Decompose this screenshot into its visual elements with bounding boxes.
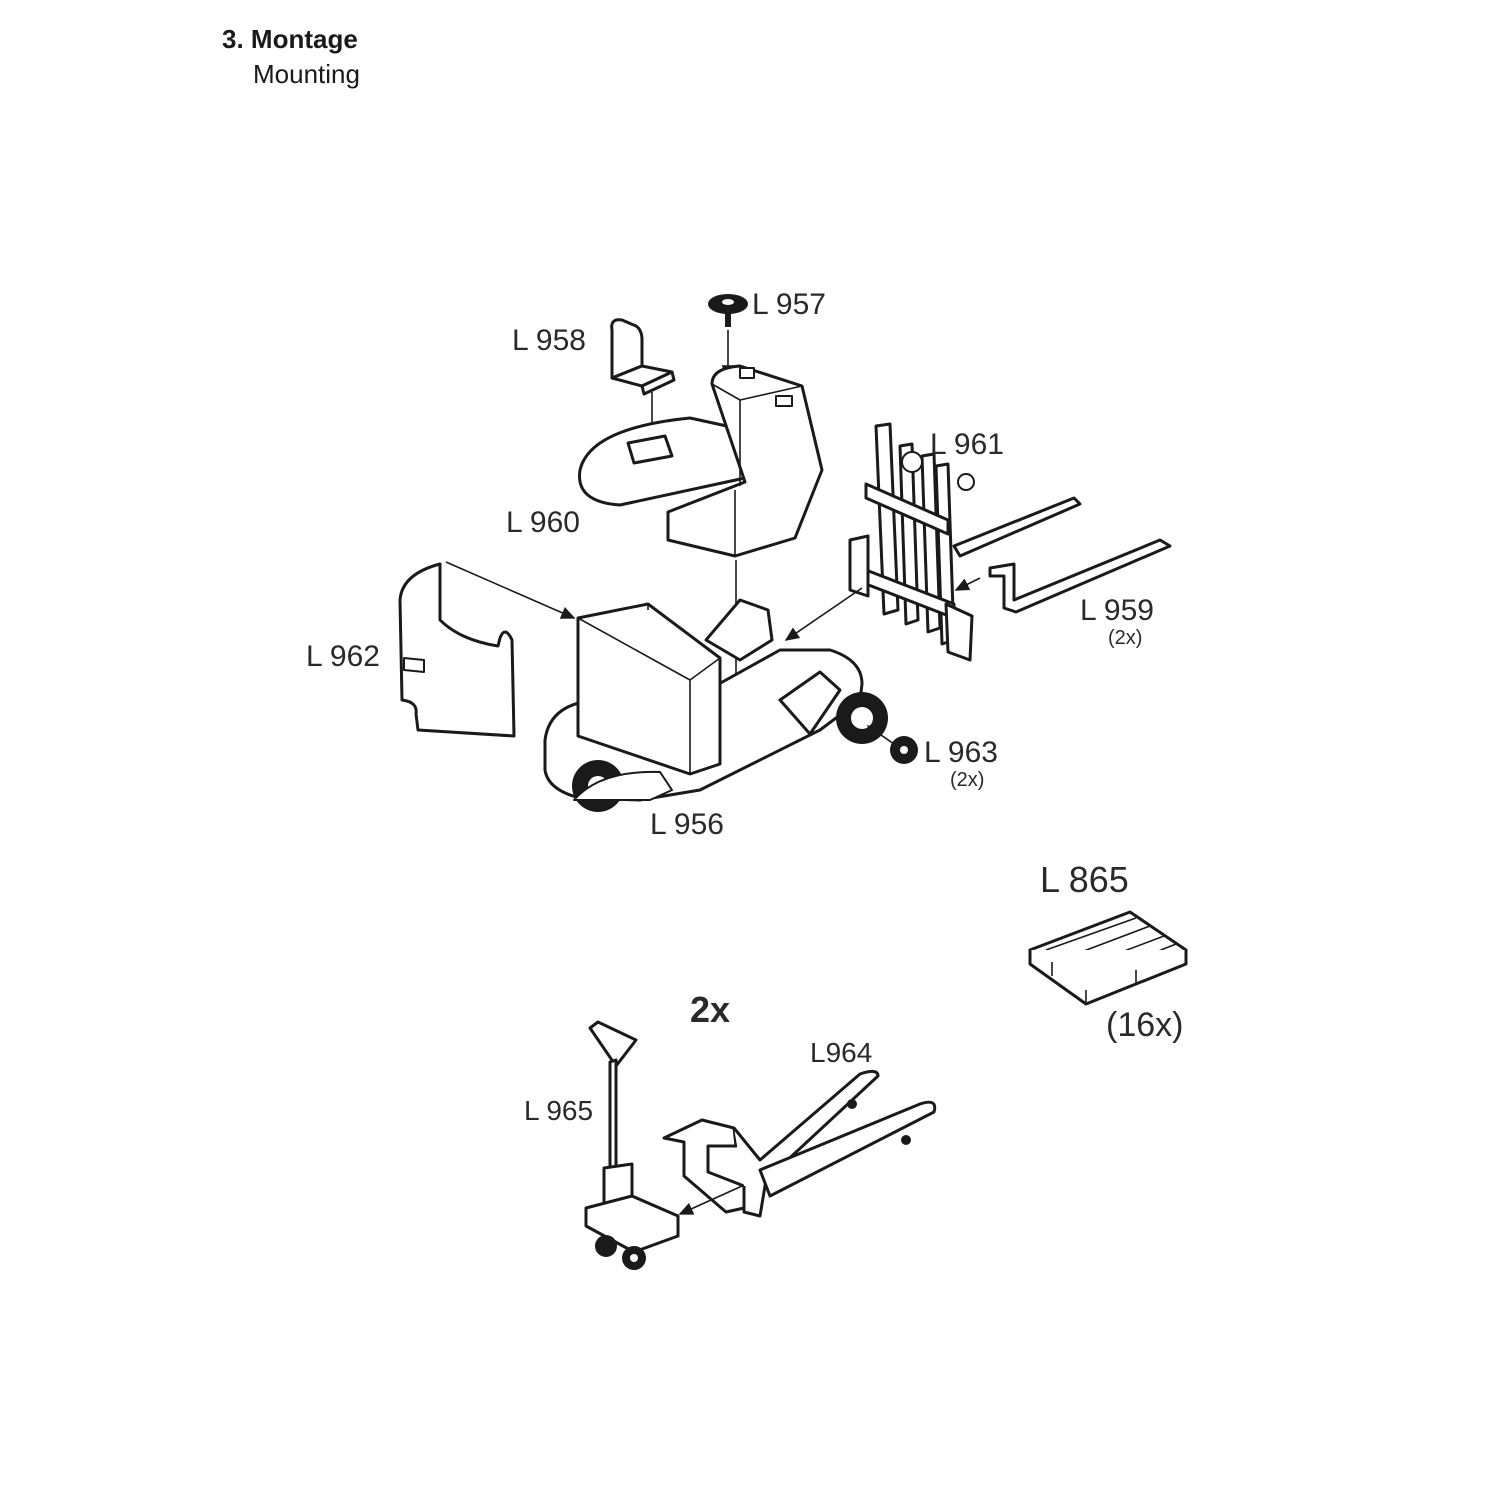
arrow-l965 xyxy=(678,1185,743,1215)
label-l960: L 960 xyxy=(506,506,580,539)
part-l960-platform xyxy=(578,364,824,558)
label-l963: L 963 xyxy=(924,736,998,769)
section-subtitle: Mounting xyxy=(253,59,360,89)
label-l865-quantity: (16x) xyxy=(1106,1006,1183,1044)
page-heading: 3. Montage Mounting xyxy=(222,24,360,90)
arrow-l963 xyxy=(866,725,895,745)
part-l865-pallet xyxy=(1028,910,1188,1006)
part-l956-chassis xyxy=(543,598,888,812)
label-l959: L 959 xyxy=(1080,594,1154,627)
label-l959-quantity: (2x) xyxy=(1108,627,1142,649)
part-l964-truck-forks xyxy=(662,1069,937,1218)
label-l958: L 958 xyxy=(512,324,586,357)
part-l962-cover xyxy=(398,562,516,738)
arrow-l959 xyxy=(954,577,981,591)
part-l961-mast xyxy=(848,422,975,662)
part-l958-seat xyxy=(610,318,676,396)
label-l964: L964 xyxy=(810,1037,872,1068)
part-l957-cap xyxy=(708,294,748,327)
part-l959-forks xyxy=(952,496,1172,614)
label-l965: L 965 xyxy=(524,1095,593,1126)
label-l957: L 957 xyxy=(752,288,826,321)
label-l963-quantity: (2x) xyxy=(950,769,984,791)
label-l961: L 961 xyxy=(930,428,1004,461)
label-l956: L 956 xyxy=(650,808,724,841)
arrow-l961 xyxy=(784,587,863,641)
label-l865: L 865 xyxy=(1040,859,1129,900)
part-l963-wheel xyxy=(890,736,918,764)
label-l962: L 962 xyxy=(306,640,380,673)
label-truck-quantity: 2x xyxy=(690,989,730,1030)
arrow-l962 xyxy=(445,561,576,619)
part-l965-handle xyxy=(584,1020,680,1270)
section-title: 3. Montage xyxy=(222,24,358,54)
